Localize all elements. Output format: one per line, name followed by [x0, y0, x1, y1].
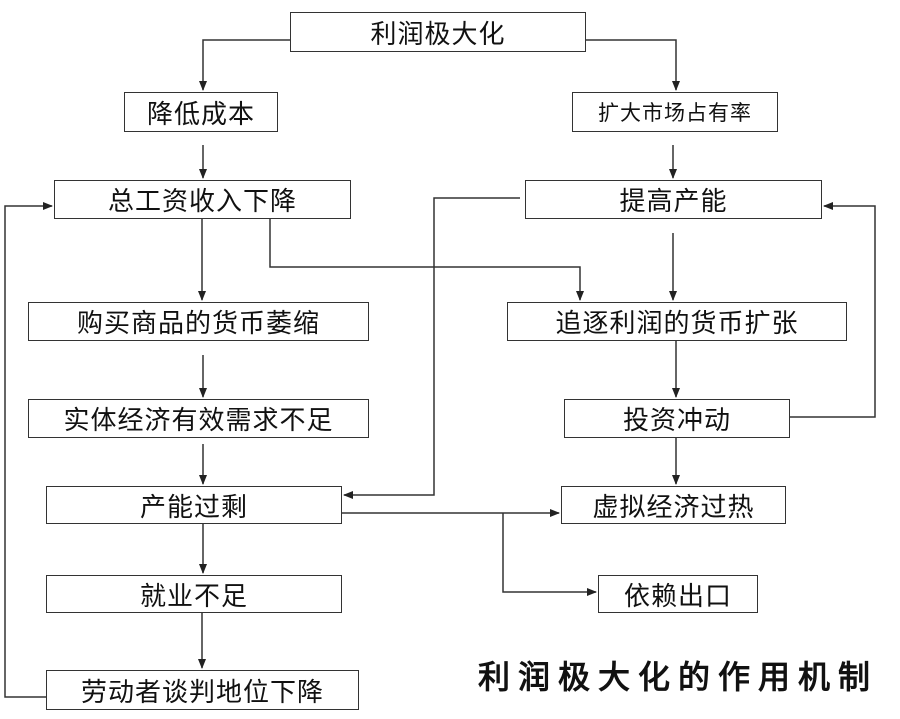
edge-profit-to-market-share [586, 39, 680, 91]
node-export-dependence: 依赖出口 [598, 575, 758, 613]
node-unemployment: 就业不足 [46, 575, 342, 613]
node-profit-maximization: 利润极大化 [290, 12, 586, 52]
edge-profit-to-reduce-cost [199, 39, 290, 91]
node-virtual-economy-overheat: 虚拟经济过热 [561, 486, 786, 524]
edge-overcapacity-to-export [502, 513, 597, 596]
node-labor-bargaining-decline: 劳动者谈判地位下降 [46, 670, 359, 710]
node-consumer-money-shrink: 购买商品的货币萎缩 [28, 302, 369, 341]
edge-wage-to-profit-money [269, 218, 584, 301]
node-reduce-cost: 降低成本 [124, 92, 278, 132]
node-overcapacity: 产能过剩 [46, 486, 342, 524]
node-profit-money-expand: 追逐利润的货币扩张 [507, 302, 847, 341]
edge-capacity-to-overcapacity [343, 197, 520, 499]
node-total-wage-decline: 总工资收入下降 [54, 180, 351, 219]
edge-investment-to-capacity [790, 202, 876, 418]
edge-labor-to-wage [4, 202, 53, 698]
node-expand-market-share: 扩大市场占有率 [572, 92, 778, 132]
node-real-demand-shortage: 实体经济有效需求不足 [28, 399, 369, 438]
node-raise-capacity: 提高产能 [525, 180, 822, 219]
diagram-caption: 利润极大化的作用机制 [478, 658, 879, 696]
node-investment-impulse: 投资冲动 [564, 399, 790, 438]
